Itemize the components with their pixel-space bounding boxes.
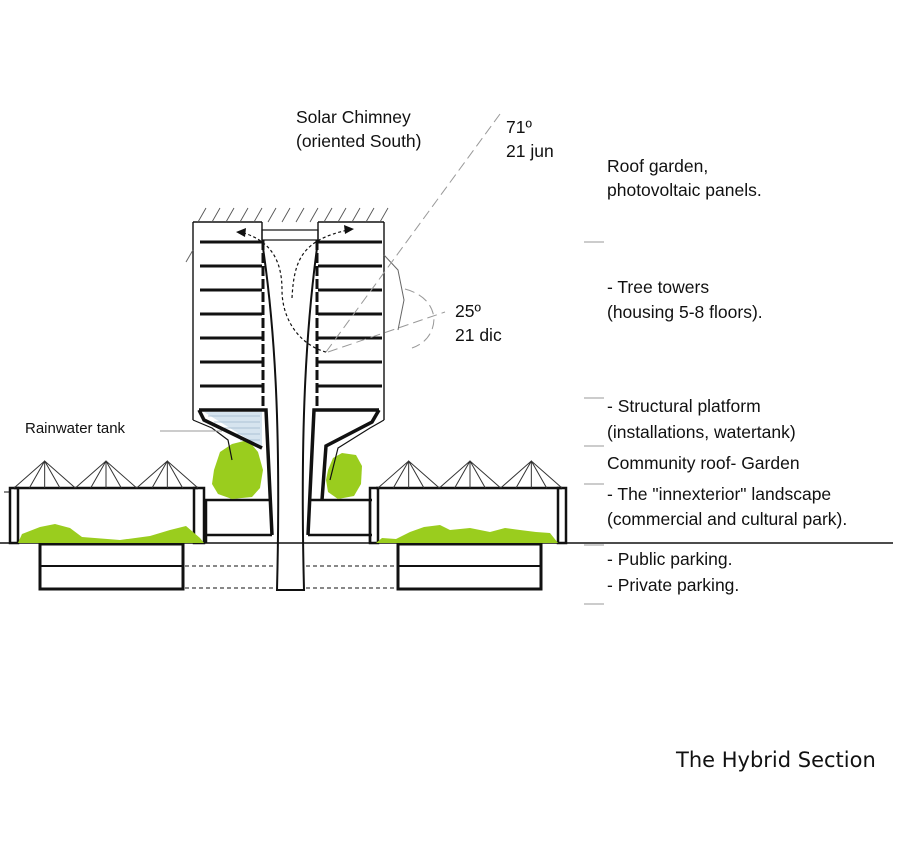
tree-left (212, 440, 263, 499)
chimney-cap (261, 229, 319, 241)
structural-platform-right (306, 408, 381, 536)
tower-core-walls (261, 240, 319, 410)
floor-slabs (200, 240, 382, 388)
airflow-arrowheads (236, 225, 354, 237)
parking-connection-dashes (185, 565, 398, 589)
legend-innexterior-detail: (commercial and cultural park). (607, 509, 848, 529)
legend-structural-platform-detail: (installations, watertank) (607, 422, 796, 442)
pv-panel (267, 207, 277, 223)
pv-panel (239, 207, 249, 223)
summer-sun-date: 21 jun (506, 141, 554, 161)
pv-panel (365, 207, 375, 223)
legend-structural-platform: - Structural platform (607, 396, 761, 416)
rainwater-tank-label: Rainwater tank (25, 420, 126, 437)
pv-panel (379, 207, 389, 223)
photovoltaic-panels (197, 207, 389, 223)
ground-vegetation (18, 524, 558, 543)
parking-right (396, 542, 543, 591)
pv-panel (351, 207, 361, 223)
solar-chimney-label: Solar Chimney (296, 107, 411, 127)
roof-trusses (13, 459, 563, 489)
summer-sun-angle: 71º (506, 117, 532, 137)
rainwater-water-ripples (208, 415, 260, 441)
roof-truss (75, 459, 137, 489)
rainwater-water (204, 412, 262, 448)
pv-panel (295, 207, 305, 223)
funnel-thin-left (192, 419, 233, 461)
sun-angle-lines (325, 113, 501, 353)
roof-truss (377, 459, 440, 489)
pv-panel (197, 207, 207, 223)
pv-panel (225, 207, 235, 223)
solar-chimney-shaft (262, 240, 318, 591)
parking-left (38, 542, 185, 591)
winter-sun-date: 21 dic (455, 325, 502, 345)
pv-panel (323, 207, 333, 223)
pv-panel (309, 207, 319, 223)
central-platform (204, 498, 372, 543)
pv-panel (253, 207, 263, 223)
legend-roof-garden: Roof garden, (607, 156, 709, 176)
diagram-caption: The Hybrid Section (676, 748, 876, 772)
airflow-arrows (243, 229, 349, 353)
legend-public-parking: - Public parking. (607, 549, 733, 569)
roof-truss (136, 459, 199, 489)
pv-panel (337, 207, 347, 223)
tree-right (326, 453, 362, 499)
legend-private-parking: - Private parking. (607, 575, 740, 595)
legend-tree-towers: - Tree towers (607, 277, 710, 297)
legend-tree-towers-detail: (housing 5-8 floors). (607, 302, 763, 322)
roof-truss (439, 459, 501, 489)
roof-truss (500, 459, 563, 489)
funnel-thin-right (329, 419, 385, 481)
legend-innexterior: - The "innexterior" landscape (607, 484, 832, 504)
pv-panel (211, 207, 221, 223)
winter-sun-angle: 25º (455, 301, 481, 321)
structural-platform (197, 408, 274, 536)
roof-truss (13, 459, 76, 489)
solar-chimney-orientation: (oriented South) (296, 131, 422, 151)
pv-panel (281, 207, 291, 223)
legend-roof-garden-detail: photovoltaic panels. (607, 180, 762, 200)
legend-community-roof: Community roof- Garden (607, 453, 800, 473)
legend-ticks (584, 241, 604, 605)
